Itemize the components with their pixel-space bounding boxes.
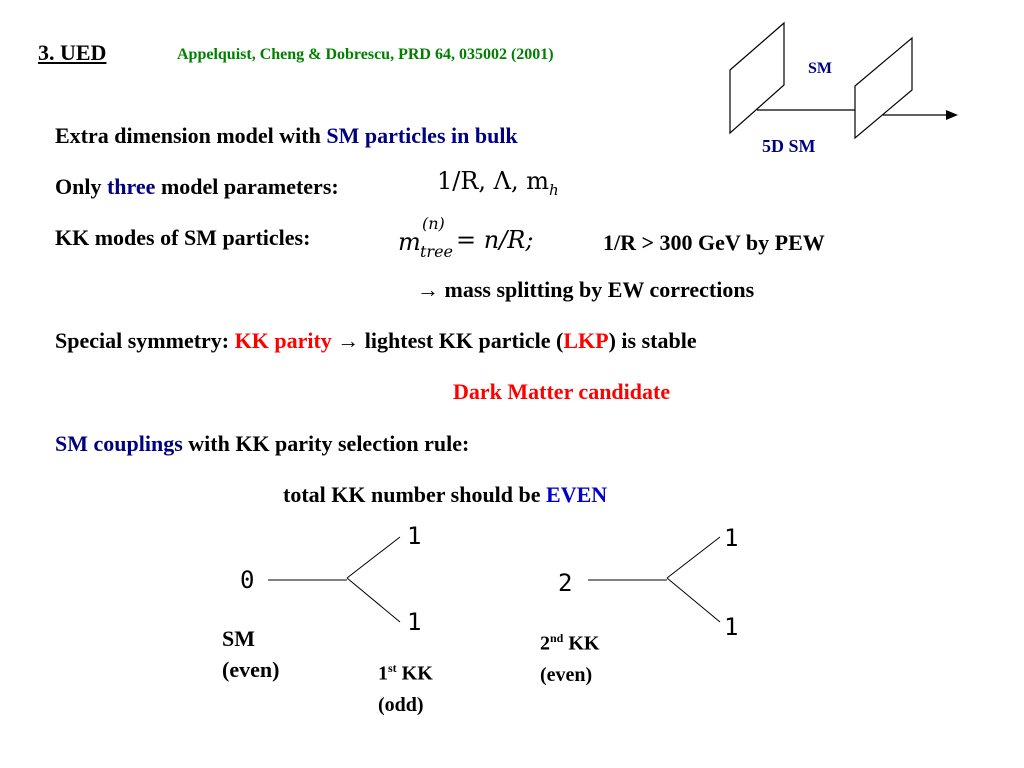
line-extra-dimension: Extra dimension model with SM particles …: [55, 123, 518, 148]
reference-citation: Appelquist, Cheng & Dobrescu, PRD 64, 03…: [177, 46, 554, 63]
line-mass-splitting: → mass splitting by EW corrections: [417, 277, 755, 302]
math-kk-mass: m (n) tree = n/R;: [398, 214, 534, 261]
vertex1-kk-label: 1st KK (odd): [378, 661, 433, 716]
constraint-pew: 1/R > 300 GeV by PEW: [603, 230, 825, 255]
line-special-symmetry: Special symmetry: KK parity → lightest K…: [55, 328, 697, 353]
vertex1-out-bottom-line: [346, 577, 401, 623]
vertex2-in-label: 2: [558, 569, 573, 597]
vertex2-out-top-line: [666, 536, 721, 579]
vertex1-sm-label: SM (even): [222, 626, 280, 682]
vertex2-out-bottom-label: 1: [724, 613, 739, 641]
vertex1-in-label: 0: [240, 566, 255, 594]
math-parameters: 1/R, Λ, mh: [437, 167, 559, 199]
arrow-head-icon: [946, 110, 958, 120]
vertex1-out-top-line: [346, 536, 401, 579]
line-model-parameters: Only three model parameters:: [55, 174, 339, 199]
arrow-right-icon: →: [417, 277, 439, 302]
right-brane: [854, 36, 913, 140]
brane-label-5d-sm: 5D SM: [762, 136, 816, 156]
brane-label-sm: SM: [808, 60, 832, 77]
line-total-kk-number: total KK number should be EVEN: [283, 482, 608, 507]
line-sm-couplings: SM couplings with KK parity selection ru…: [55, 431, 470, 456]
vertex2-out-bottom-line: [666, 577, 721, 623]
vertex2-out-top-label: 1: [724, 524, 739, 552]
vertex1-out-top-label: 1: [407, 522, 422, 550]
vertex1-out-bottom-label: 1: [407, 608, 422, 636]
arrow-right-icon: →: [337, 328, 360, 353]
line-kk-modes: KK modes of SM particles:: [55, 225, 311, 250]
line-dark-matter: Dark Matter candidate: [453, 379, 671, 404]
left-brane: [729, 21, 785, 135]
vertex2-kk-label: 2nd KK (even): [540, 631, 600, 686]
section-title: 3. UED: [38, 40, 107, 65]
